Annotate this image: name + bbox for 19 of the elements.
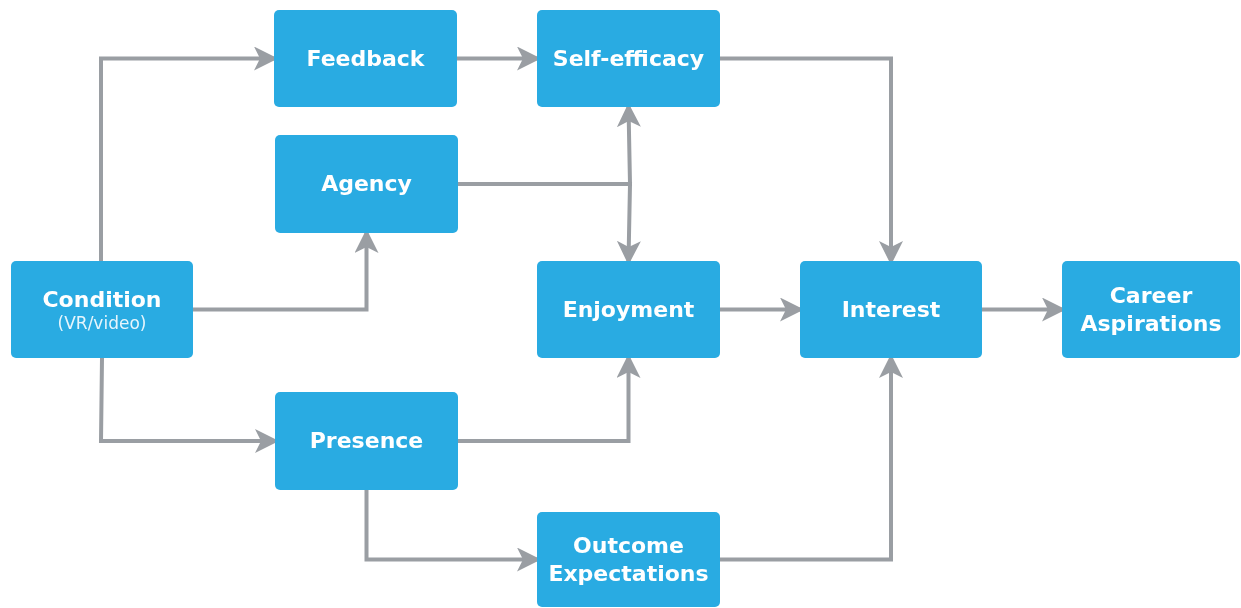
process-box: [537, 512, 720, 607]
process-box: [537, 261, 720, 358]
process-box: [11, 261, 193, 358]
process-box: [537, 10, 720, 107]
box-label: Outcome Expectations: [547, 532, 710, 587]
box-label: Self-efficacy: [552, 44, 705, 73]
box-label: Presence: [309, 427, 424, 455]
box-label: Feedback: [306, 44, 425, 73]
box-label: Enjoyment: [562, 295, 695, 324]
box-label: Condition: [42, 285, 162, 314]
box-label: Agency: [321, 170, 412, 198]
process-box: [800, 261, 982, 358]
box-label: Career Aspirations: [1079, 282, 1223, 337]
process-box: [274, 10, 457, 107]
process-box: [275, 392, 458, 490]
box-sublabel: (VR/video): [57, 313, 147, 334]
box-label: Interest: [841, 295, 941, 324]
process-box: [1062, 261, 1240, 358]
process-box: [275, 135, 458, 233]
